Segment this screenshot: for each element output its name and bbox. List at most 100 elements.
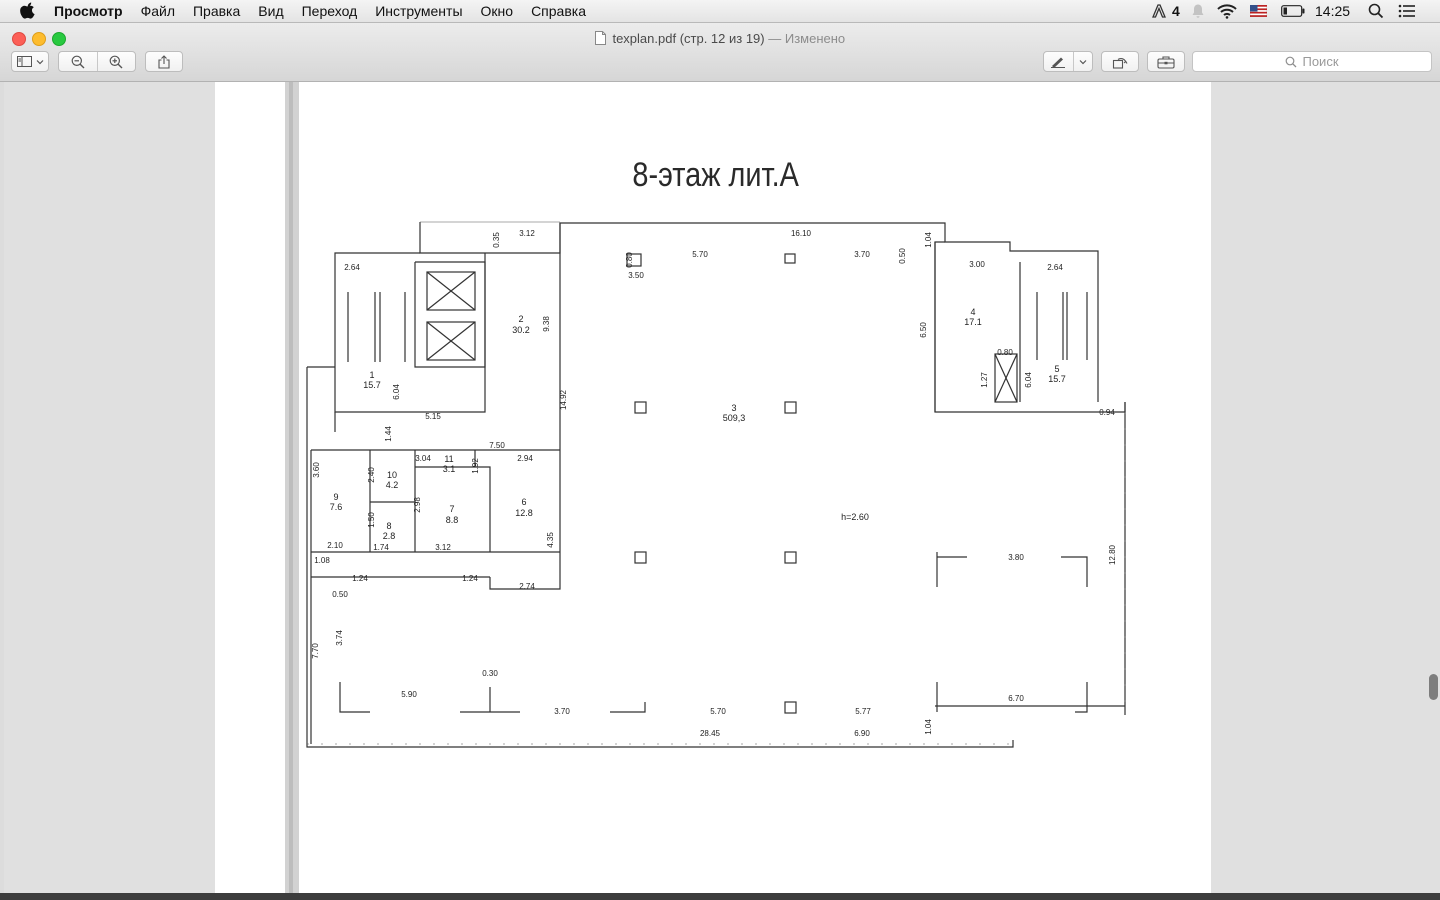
room-number: 5 — [1054, 364, 1059, 374]
chevron-down-icon — [36, 59, 43, 64]
input-source-status-item[interactable] — [1250, 3, 1267, 19]
search-placeholder: Поиск — [1302, 54, 1339, 69]
vertical-scrollbar-thumb[interactable] — [1429, 674, 1438, 700]
spotlight-search-icon — [1368, 3, 1384, 19]
dimension-label: 1.27 — [980, 372, 989, 388]
column — [1075, 682, 1088, 713]
close-window-button[interactable] — [12, 32, 26, 46]
dimension-label: 1.04 — [924, 232, 933, 248]
clock[interactable]: 14:25 — [1315, 3, 1351, 19]
room-number: 2 — [518, 314, 523, 324]
room-number: 10 — [387, 470, 397, 480]
menu-go[interactable]: Переход — [301, 3, 358, 19]
wall — [489, 577, 561, 590]
document-view[interactable]: 8-этаж лит.А — [4, 82, 1440, 893]
room-number: 3 — [731, 403, 736, 413]
menu-view[interactable]: Вид — [258, 3, 284, 19]
battery-status-item[interactable] — [1281, 3, 1305, 19]
menu-file[interactable]: Файл — [140, 3, 175, 19]
dimension-label: 9.38 — [542, 316, 551, 332]
apple-logo-icon[interactable] — [20, 2, 36, 19]
dimension-label: 3.00 — [969, 260, 985, 269]
search-field[interactable]: Поиск — [1192, 51, 1432, 72]
markup-pen-button[interactable] — [1044, 52, 1074, 71]
dimension-label: 3.12 — [435, 543, 451, 552]
chevron-down-icon — [1079, 59, 1087, 64]
scan-shadow-stripe-core — [289, 82, 293, 893]
elevator-car — [426, 321, 476, 361]
dimension-label: 0.80 — [625, 252, 634, 268]
elevator-shaft — [414, 261, 486, 368]
dimension-label: 1.24 — [352, 574, 368, 583]
dimension-label: 0.50 — [332, 590, 348, 599]
rotate-button[interactable] — [1101, 51, 1139, 72]
dimension-label: 6.04 — [392, 384, 401, 400]
share-icon — [158, 54, 170, 69]
dimension-label: 1.74 — [373, 543, 389, 552]
menu-help[interactable]: Справка — [531, 3, 586, 19]
pen-icon — [1051, 57, 1066, 68]
title-bar: texplan.pdf (стр. 12 из 19) — Изменено — [0, 23, 1440, 82]
dimension-label: 5.77 — [855, 707, 871, 716]
wall — [419, 222, 1099, 402]
toolbox-button[interactable] — [1147, 51, 1185, 72]
dimension-label: 1.08 — [314, 556, 330, 565]
dimension-label: 4.35 — [546, 532, 555, 548]
dimension-label: 0.35 — [492, 232, 501, 248]
elevator-car — [426, 271, 476, 311]
bell-icon — [1192, 4, 1204, 18]
adobe-status-item[interactable]: 4 — [1152, 3, 1180, 19]
dimension-label: 6.50 — [919, 322, 928, 338]
markup-menu-button[interactable] — [1074, 52, 1092, 71]
zoom-window-button[interactable] — [52, 32, 66, 46]
sidebar-toggle-button[interactable] — [11, 51, 49, 72]
room-area: 4.2 — [386, 480, 399, 490]
room-number: 6 — [521, 497, 526, 507]
pdf-page: 8-этаж лит.А — [215, 82, 1211, 893]
dimension-label: 3.12 — [519, 229, 535, 238]
battery-icon — [1281, 5, 1305, 17]
pdf-document-icon — [594, 31, 606, 45]
zoom-in-icon — [109, 55, 123, 68]
wifi-status-item[interactable] — [1217, 3, 1237, 19]
dimension-label: 1.24 — [462, 574, 478, 583]
dimension-label: 2.10 — [327, 541, 343, 550]
dimension-label: 3.60 — [312, 462, 321, 478]
share-button[interactable] — [145, 51, 183, 72]
room-area: 15.7 — [1048, 374, 1066, 384]
dimension-label: 28.45 — [700, 729, 721, 738]
dimension-label: 3.70 — [554, 707, 570, 716]
notification-center-status-item[interactable] — [1398, 3, 1416, 19]
dimension-label: 6.70 — [1008, 694, 1024, 703]
zoom-out-icon — [71, 55, 85, 68]
menu-window[interactable]: Окно — [480, 3, 514, 19]
minimize-window-button[interactable] — [32, 32, 46, 46]
menu-tools[interactable]: Инструменты — [375, 3, 463, 19]
dimension-label: 16.10 — [791, 229, 812, 238]
room-area: 30.2 — [512, 325, 530, 335]
wall — [415, 466, 491, 552]
spotlight-status-item[interactable] — [1368, 3, 1384, 19]
dimension-label: 6.04 — [1024, 372, 1033, 388]
rotate-icon — [1112, 57, 1128, 69]
zoom-out-button[interactable] — [59, 52, 98, 71]
dimension-label: 3.80 — [1008, 553, 1024, 562]
menu-app[interactable]: Просмотр — [54, 3, 123, 19]
markup-button[interactable] — [1043, 51, 1093, 72]
plan-title: 8-этаж лит.А — [632, 155, 798, 194]
zoom-in-button[interactable] — [98, 52, 136, 71]
room-area: 12.8 — [515, 508, 533, 518]
notification-status-item[interactable] — [1190, 3, 1206, 19]
dimension-label: 3.50 — [628, 271, 644, 280]
dimension-label: 5.70 — [692, 250, 708, 259]
window-title: texplan.pdf (стр. 12 из 19) — Изменено — [0, 31, 1440, 46]
dimension-label: 3.04 — [415, 454, 431, 463]
dimension-label: 5.15 — [425, 412, 441, 421]
dimension-label: 2.94 — [517, 454, 533, 463]
dimension-label: 1.04 — [924, 719, 933, 735]
menu-edit[interactable]: Правка — [192, 3, 241, 19]
floor-plan-drawing: 8-этаж лит.А — [285, 82, 1126, 893]
adobe-icon — [1152, 4, 1166, 18]
search-icon — [1286, 56, 1297, 67]
